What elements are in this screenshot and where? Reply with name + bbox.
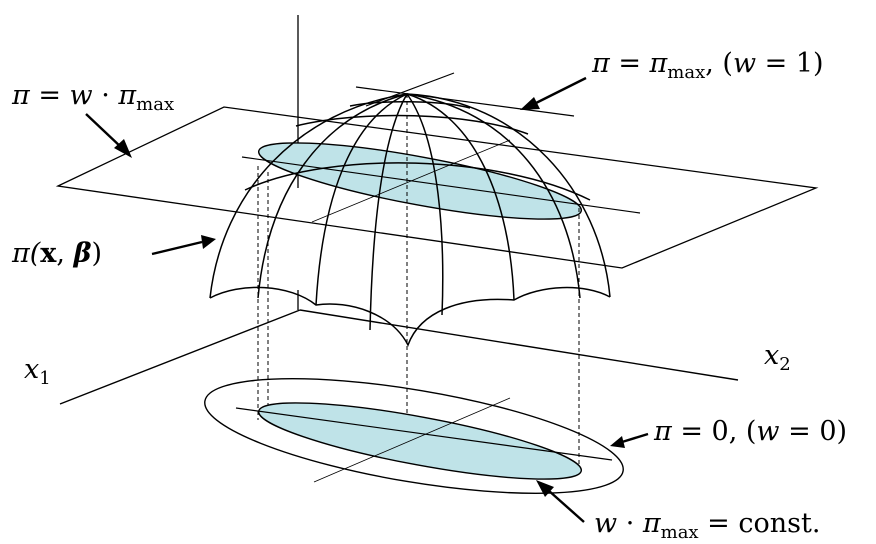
apex-tangent-2 (365, 72, 455, 107)
ground-inner-ellipse (257, 402, 583, 480)
label-zero: π = 0, (w = 0) (653, 416, 847, 447)
label-surface: π(x, β) (11, 238, 102, 269)
label-x1: x1 (24, 354, 51, 389)
label-apex: π = πmax, (w = 1) (591, 48, 824, 83)
dome-rim (209, 286, 611, 347)
ground-ellipse-major-axis (235, 407, 613, 461)
label-x2: x2 (764, 340, 791, 375)
arrows (85, 76, 649, 523)
apex-tangent-1 (355, 86, 575, 117)
label-plane: π = w · πmax (11, 80, 174, 115)
dome-latitudes (244, 101, 591, 201)
x1-axis (59, 309, 301, 405)
ground-outer-ellipse (204, 378, 624, 494)
ground-ellipse-minor-axis (313, 397, 511, 483)
plane-ellipse (257, 142, 583, 220)
plane-ellipse-major-axis (241, 156, 641, 214)
label-const: w · πmax = const. (594, 508, 820, 543)
x2-axis (299, 309, 739, 381)
plane-pi-w-max (55, 106, 819, 269)
